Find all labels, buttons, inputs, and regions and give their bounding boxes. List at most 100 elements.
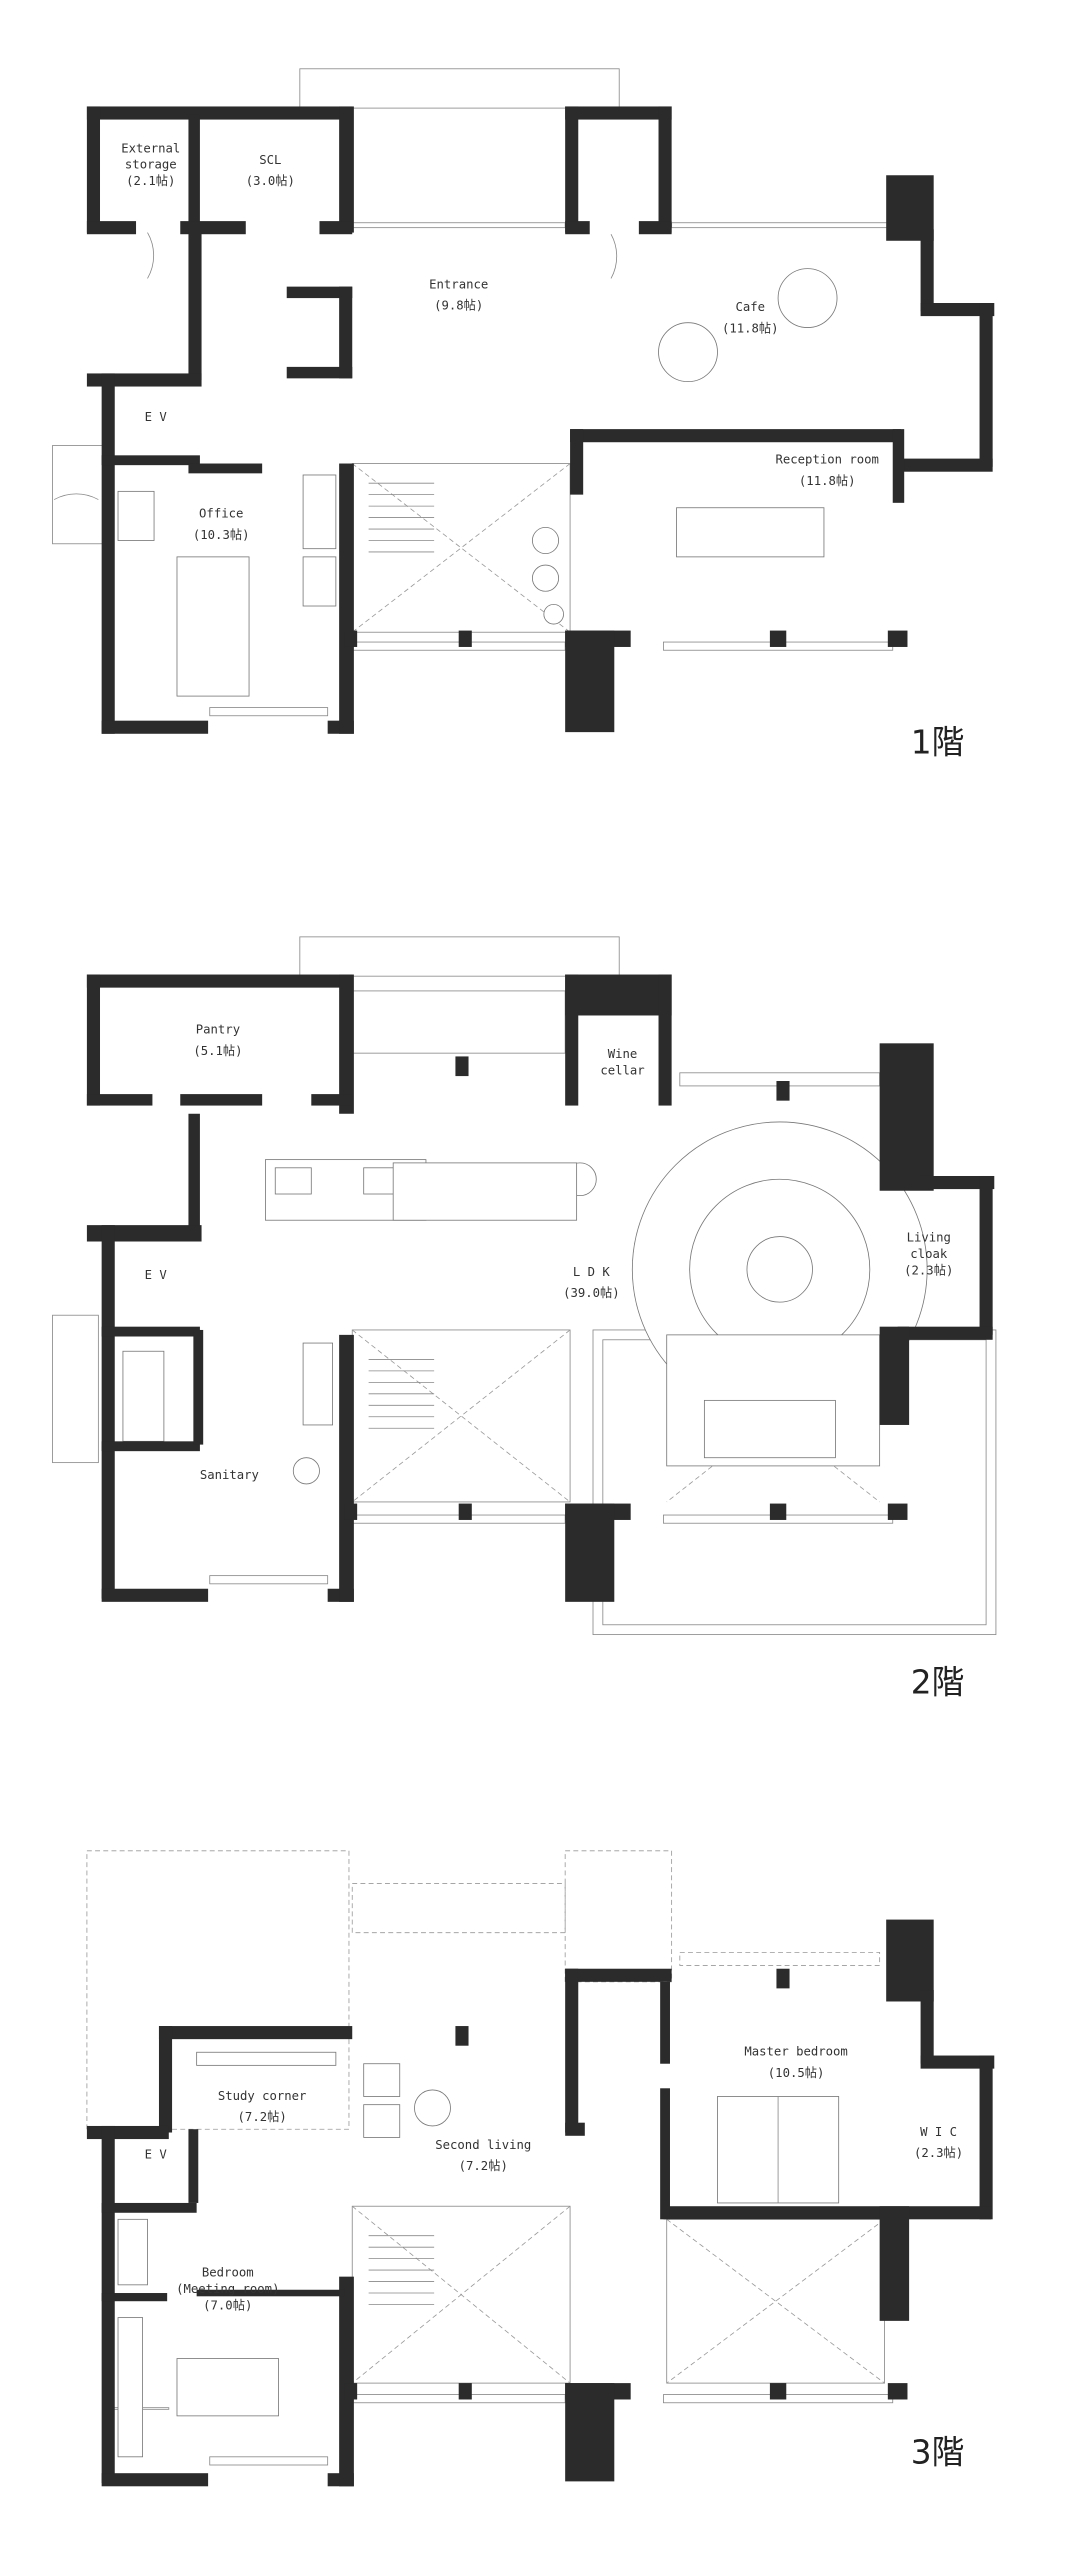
wall-segment	[86, 106, 353, 120]
outline-line	[209, 1575, 329, 1585]
wall-segment	[565, 630, 615, 733]
void-cross-line	[351, 463, 571, 633]
wall-segment	[101, 2202, 197, 2213]
void-cross-line	[666, 2218, 885, 2384]
wall-segment	[339, 106, 354, 233]
wall-segment	[344, 2383, 358, 2400]
furniture-item	[302, 1342, 333, 1426]
room-name: Office	[199, 507, 243, 521]
room-name: External	[121, 141, 180, 155]
room-name: storage	[125, 158, 177, 172]
room-name: L D K	[573, 1265, 611, 1279]
outline-line	[209, 2456, 329, 2466]
wall-segment	[101, 1588, 209, 1602]
furniture-round	[292, 1457, 320, 1485]
wall-segment	[101, 1326, 200, 1337]
room-area: (2.1帖)	[126, 173, 175, 188]
wall-segment	[455, 2026, 469, 2046]
room-area: (11.8帖)	[799, 473, 856, 488]
wall-segment	[920, 1175, 995, 1190]
furniture-item	[176, 2358, 279, 2417]
wall-segment	[188, 114, 200, 230]
wall-segment	[658, 974, 672, 1106]
wall-segment	[311, 1094, 353, 1106]
wall-segment	[193, 1329, 204, 1445]
wall-segment	[86, 373, 202, 387]
wall-segment	[979, 1175, 993, 1335]
wall-segment	[565, 106, 672, 120]
wall-segment	[196, 2289, 345, 2297]
wall-segment	[188, 2129, 199, 2203]
wall-segment	[101, 2293, 168, 2302]
wall-segment	[920, 229, 934, 312]
furniture-item	[117, 2317, 144, 2458]
wall-segment	[920, 303, 995, 317]
room-name: E V	[145, 410, 168, 424]
wall-segment	[886, 1919, 934, 2002]
furniture-item	[117, 490, 155, 541]
wall-segment	[339, 286, 353, 379]
wall-segment	[776, 1080, 790, 1101]
room-area: (7.0帖)	[203, 2297, 252, 2312]
furniture-item	[122, 1350, 165, 1442]
wall-segment	[565, 221, 590, 235]
wall-segment	[188, 229, 202, 380]
wall-segment	[897, 458, 993, 472]
wall-segment	[455, 1056, 469, 1077]
void-cross-line	[351, 1329, 571, 1503]
wall-segment	[86, 221, 137, 235]
furniture-round	[531, 526, 560, 555]
wall-segment	[319, 221, 353, 235]
wall-segment	[663, 2206, 992, 2220]
furniture-item	[117, 2218, 148, 2286]
room-name: Reception room	[776, 453, 879, 467]
wall-segment	[86, 974, 353, 988]
room-area: (9.8帖)	[434, 298, 483, 313]
wall-segment	[892, 429, 905, 503]
wall-segment	[344, 630, 358, 647]
wall-segment	[887, 1503, 908, 1520]
door-swing	[147, 232, 154, 279]
wall-segment	[86, 1225, 202, 1242]
furniture-item	[363, 2104, 401, 2138]
wall-segment	[565, 2383, 615, 2482]
room-name: Master bedroom	[744, 2045, 847, 2059]
wall-segment	[286, 366, 353, 379]
room-area: (2.3帖)	[904, 1262, 953, 1277]
room-name: cloak	[910, 1247, 948, 1261]
wall-segment	[286, 286, 353, 299]
outline-line	[351, 1883, 566, 1934]
wall-segment	[887, 630, 908, 647]
floor-label-2: 2階	[911, 1664, 965, 1702]
wall-segment	[158, 2026, 353, 2040]
room-area: (39.0帖)	[563, 1285, 620, 1300]
void-cross-line	[666, 2218, 885, 2384]
furniture-round	[414, 2089, 451, 2127]
wall-segment	[339, 2276, 354, 2487]
wall-segment	[565, 2122, 585, 2136]
wall-segment	[86, 2125, 169, 2140]
room-name: SCL	[259, 153, 281, 167]
room-name: Cafe	[735, 300, 765, 314]
wall-segment	[660, 2088, 670, 2220]
furniture-item	[176, 556, 250, 697]
room-name: Entrance	[429, 277, 488, 291]
wall-segment	[879, 2206, 910, 2321]
wall-segment	[565, 1503, 615, 1602]
floor-label-1: 1階	[911, 723, 965, 761]
furniture-round	[658, 322, 718, 383]
void-cross-line	[351, 1329, 571, 1503]
room-name: W I C	[920, 2125, 957, 2139]
wall-segment	[101, 1441, 200, 1452]
wall-segment	[769, 2383, 787, 2400]
outline-line	[209, 707, 329, 717]
furniture-item	[302, 474, 337, 550]
room-name: cellar	[600, 1063, 644, 1077]
room-name: Study corner	[218, 2089, 307, 2103]
wall-segment	[339, 1334, 354, 1602]
furniture-item	[392, 1162, 578, 1221]
wall-segment	[979, 2055, 993, 2220]
wall-segment	[879, 1043, 934, 1191]
wall-segment	[101, 455, 200, 466]
wall-segment	[101, 2125, 115, 2484]
